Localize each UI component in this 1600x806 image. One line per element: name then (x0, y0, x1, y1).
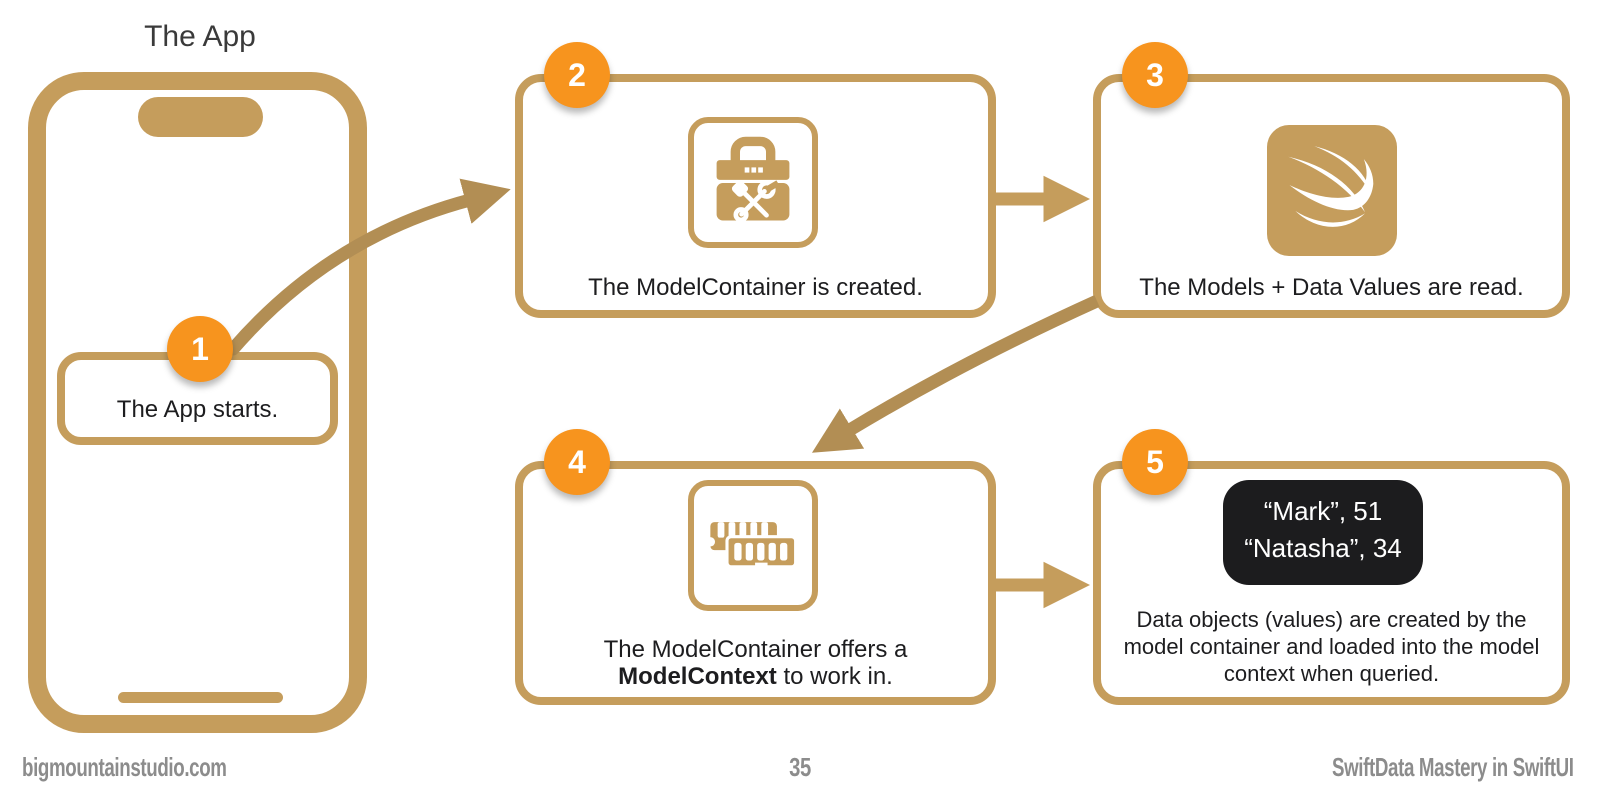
step4-line2: to work in. (776, 663, 893, 690)
arrow-step3-to-step4 (811, 295, 1100, 453)
footer-site: bigmountainstudio.com (22, 752, 227, 782)
swift-logo-icon-frame (1266, 125, 1397, 256)
data-value-line: “Natasha”, 34 (1244, 533, 1402, 563)
step-badge-5: 5 (1122, 429, 1188, 495)
swift-logo-icon (1287, 145, 1373, 227)
page-title: The App (144, 20, 256, 53)
step4-line1: The ModelContainer offers a (603, 636, 908, 663)
memory-ram-icon-frame (688, 480, 818, 611)
memory-ram-icon (705, 521, 798, 570)
step5-caption: Data objects (values) are created by the… (1123, 607, 1540, 686)
step2-label: The ModelContainer is created. (588, 274, 923, 301)
dynamic-island (138, 97, 263, 137)
step2-box: The ModelContainer is created. (515, 74, 996, 318)
step3-label: The Models + Data Values are read. (1139, 274, 1524, 301)
step-badge-4: 4 (544, 429, 610, 495)
step-badge-1: 1 (167, 316, 233, 382)
footer-page-number: 35 (789, 752, 811, 782)
step5-box: “Mark”, 51 “Natasha”, 34 Data objects (v… (1093, 461, 1570, 705)
data-values-chip: “Mark”, 51 “Natasha”, 34 (1223, 480, 1423, 585)
toolbox-icon (716, 136, 790, 222)
step1-label: The App starts. (116, 396, 279, 423)
step-badge-2: 2 (544, 42, 610, 108)
step4-bold-term: ModelContext (618, 663, 777, 690)
home-indicator (118, 692, 283, 703)
data-value-line: “Mark”, 51 (1263, 496, 1383, 526)
footer-book-title: SwiftData Mastery in SwiftUI (1332, 752, 1574, 782)
step3-box: The Models + Data Values are read. (1093, 74, 1570, 318)
page-footer: bigmountainstudio.com 35 SwiftData Maste… (0, 752, 1600, 786)
toolbox-icon-frame (688, 117, 818, 248)
step-badge-3: 3 (1122, 42, 1188, 108)
